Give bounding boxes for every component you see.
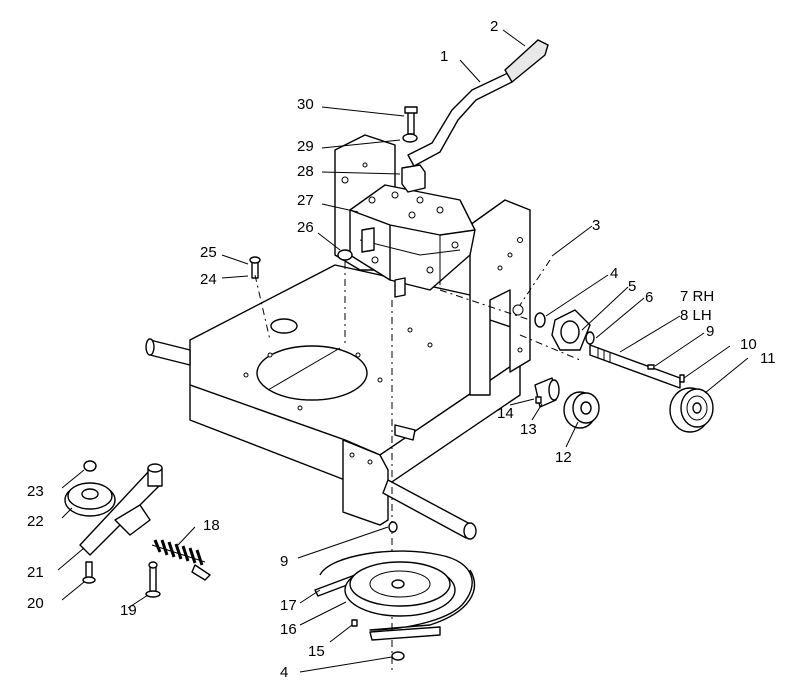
pin-19 <box>145 561 161 598</box>
setscrew-10 <box>679 374 685 383</box>
axle-front <box>382 424 477 540</box>
spring-18 <box>151 539 211 581</box>
callout-7-rh: 7 RH <box>680 288 714 305</box>
callout-6: 6 <box>645 289 653 306</box>
callout-4-lower: 4 <box>280 664 288 681</box>
callout-12: 12 <box>555 449 572 466</box>
lever-bolt <box>404 106 418 135</box>
pulley-16 <box>344 561 456 617</box>
retainer-4-lower <box>391 651 405 661</box>
front-plate <box>342 439 389 526</box>
bearing-flange-5 <box>551 309 591 351</box>
callout-9-lower: 9 <box>280 553 288 570</box>
transmission-housing <box>349 184 476 298</box>
callout-30: 30 <box>297 96 314 113</box>
washer-6 <box>585 331 595 345</box>
seal-4 <box>534 312 546 328</box>
callout-24: 24 <box>200 271 217 288</box>
callout-15: 15 <box>308 643 325 660</box>
key-9-lower <box>388 521 398 533</box>
callout-11: 11 <box>760 350 776 367</box>
axle-shaft-7-8 <box>589 344 681 389</box>
callout-4-upper: 4 <box>610 265 618 282</box>
callout-5: 5 <box>628 278 636 295</box>
callout-20: 20 <box>27 595 44 612</box>
key-9-upper <box>647 364 655 370</box>
deck-plate <box>189 264 521 491</box>
callout-1: 1 <box>440 48 448 65</box>
callout-22: 22 <box>27 513 44 530</box>
callout-13: 13 <box>520 421 537 438</box>
callout-16: 16 <box>280 621 297 638</box>
leader-lines <box>57 29 749 673</box>
pivot-tube <box>147 463 163 487</box>
pulley-11 <box>669 387 714 433</box>
callout-21: 21 <box>27 564 44 581</box>
callout-3: 3 <box>592 217 600 234</box>
callout-28: 28 <box>297 163 314 180</box>
callout-2: 2 <box>490 18 498 35</box>
callout-29: 29 <box>297 138 314 155</box>
callout-17: 17 <box>280 597 297 614</box>
axle-rear <box>145 338 191 366</box>
callout-10: 10 <box>740 336 757 353</box>
bolt-20 <box>82 561 96 584</box>
coupler-12 <box>563 391 600 429</box>
callout-19: 19 <box>120 602 137 619</box>
idler-pulley-22 <box>64 482 116 517</box>
callout-26: 26 <box>297 219 314 236</box>
control-lever <box>407 39 549 167</box>
callout-18: 18 <box>203 517 220 534</box>
callout-27: 27 <box>297 192 314 209</box>
nut-26 <box>337 249 353 261</box>
lever-block <box>401 164 426 193</box>
callout-14: 14 <box>497 405 514 422</box>
side-plate-right <box>469 199 531 396</box>
callout-23: 23 <box>27 483 44 500</box>
nut-23 <box>83 460 97 472</box>
callout-labels: 1 2 3 4 4 5 6 7 RH 8 LH 9 9 10 11 12 13 … <box>27 18 776 681</box>
callout-9-upper: 9 <box>706 323 714 340</box>
bolt-25 <box>249 256 261 279</box>
setscrew-15 <box>351 619 358 627</box>
lever-washer <box>402 133 418 143</box>
callout-8-lh: 8 LH <box>680 307 712 324</box>
callout-25: 25 <box>200 244 217 261</box>
setscrew-14 <box>535 396 542 404</box>
